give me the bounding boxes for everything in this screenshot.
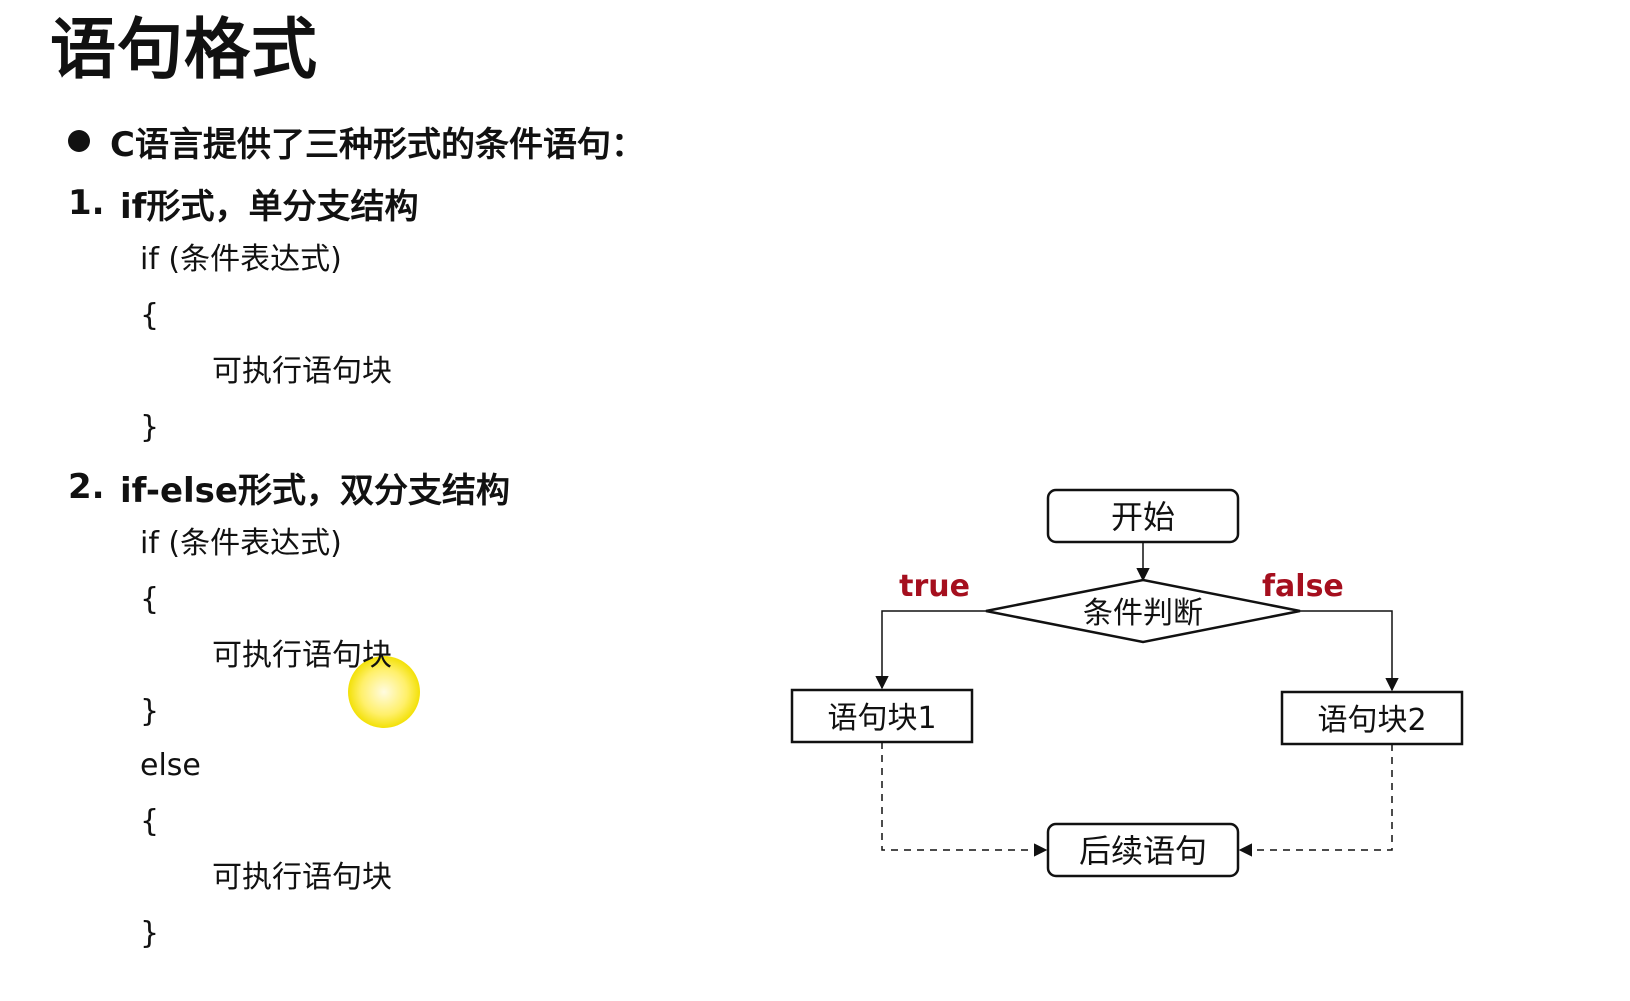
- bullet-dot-icon: [68, 130, 90, 152]
- code-line: 可执行语句块: [212, 860, 392, 895]
- code-line: {: [140, 804, 160, 839]
- code-line: }: [140, 694, 160, 729]
- condition-label: 条件判断: [1083, 596, 1203, 631]
- intro-bullet: C语言提供了三种形式的条件语句：: [68, 116, 645, 166]
- code-line: if (条件表达式): [140, 526, 342, 561]
- section-number: 2.: [68, 467, 105, 507]
- next-statement-label: 后续语句: [1079, 832, 1207, 870]
- intro-text: C语言提供了三种形式的条件语句：: [110, 124, 645, 165]
- page-title: 语句格式: [50, 11, 318, 88]
- section-heading-if-else: 2. if-else形式，双分支结构: [68, 462, 510, 512]
- cursor-highlight-icon: [348, 656, 420, 728]
- code-line: }: [140, 916, 160, 951]
- block1-node: 语句块1: [790, 688, 974, 744]
- block2-label: 语句块2: [1317, 703, 1426, 738]
- section-heading-if: 1. if形式，单分支结构: [68, 178, 418, 228]
- code-line: }: [140, 410, 160, 445]
- code-line: else: [140, 748, 201, 783]
- code-line: {: [140, 298, 160, 333]
- merge-arrow-left: [881, 742, 1048, 857]
- false-label: false: [1262, 569, 1344, 604]
- condition-node: 条件判断: [985, 578, 1301, 644]
- start-label: 开始: [1111, 498, 1175, 536]
- if-else-flowchart: 开始 条件判断 true false 语句块1 语句块2 后续语句: [790, 488, 1464, 878]
- merge-arrow-right: [1238, 744, 1393, 857]
- code-line: 可执行语句块: [212, 354, 392, 389]
- true-label: true: [899, 569, 970, 604]
- false-branch-arrow: [1300, 610, 1399, 692]
- code-line: if (条件表达式): [140, 242, 342, 277]
- section-title: if-else形式，双分支结构: [120, 470, 510, 511]
- block1-label: 语句块1: [827, 701, 936, 736]
- code-line: 可执行语句块: [212, 638, 392, 673]
- section-title: if形式，单分支结构: [120, 186, 419, 227]
- start-node: 开始: [1046, 488, 1240, 544]
- true-branch-arrow: [875, 610, 986, 690]
- next-statement-node: 后续语句: [1046, 822, 1240, 878]
- section-number: 1.: [68, 183, 105, 223]
- code-line: {: [140, 582, 160, 617]
- block2-node: 语句块2: [1280, 690, 1464, 746]
